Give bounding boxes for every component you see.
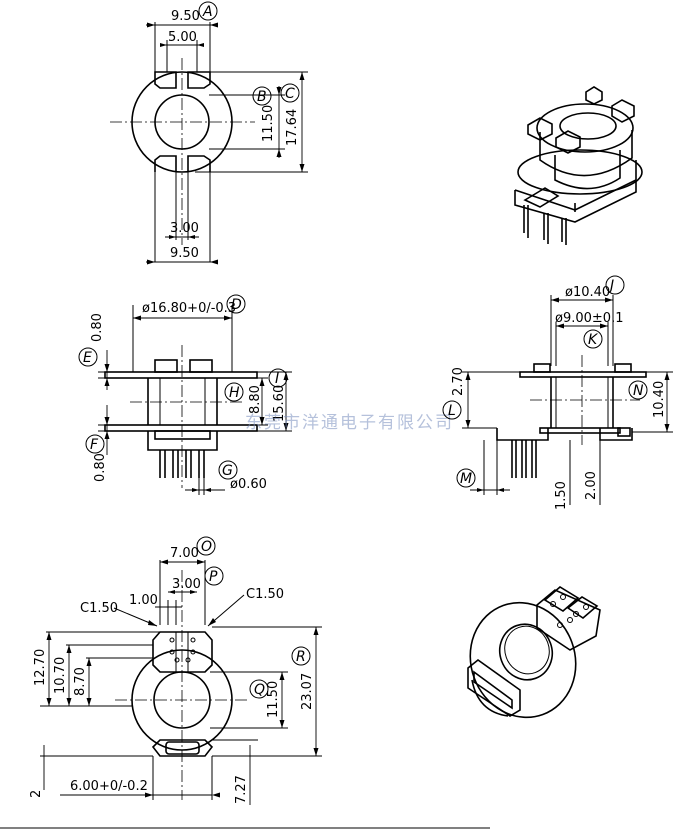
callout-g [218,460,238,480]
callout-p-label: P [209,569,218,585]
dim-window: 8.80 [248,385,263,414]
callout-a [198,1,218,21]
dim-width-top: 9.50 [171,9,200,24]
callout-f [85,434,105,454]
callout-j [605,275,625,295]
dim-side: 2 [29,790,44,798]
dim-pin-b: 2.00 [584,471,599,500]
callout-n-label: N [633,383,644,399]
callout-e-label: E [83,350,92,366]
dim-pin: ø0.60 [230,477,267,492]
callout-m-label: M [460,471,472,487]
dim-pin-a: 1.50 [554,481,569,510]
dim-flange: ø16.80+0/-0.3 [142,301,236,316]
dim-slot-bottom: 3.00 [170,221,199,236]
dim-chamfer-left: C1.50 [80,601,118,616]
dim-height: 15.60 [272,385,287,422]
bottom-view: 7.00 O 3.00 P 1.00 C1.50 C1.50 [29,536,322,805]
callout-m [456,468,476,488]
callout-c-label: C [285,86,295,102]
dim-h2: 10.70 [53,657,68,694]
callout-d-label: D [231,297,242,313]
callout-l [442,400,462,420]
dim-right-height: 10.40 [652,381,667,418]
callout-q-label: Q [254,682,265,698]
callout-p [204,566,224,586]
callout-j-label: J [607,278,614,294]
callout-i [268,368,288,388]
dim-tab: 7.27 [234,775,249,804]
dim-width-bottom: 9.50 [170,246,199,261]
callout-b [252,86,272,106]
front-view: ø16.80+0/-0.3 D 0.80 [78,294,292,495]
dim-left-height: 2.70 [451,367,466,396]
dim-chamfer-right: C1.50 [246,587,284,602]
dim-gap: 1.00 [129,593,158,608]
callout-h [224,382,244,402]
callout-g-label: G [222,463,233,479]
dim-outer-dia: ø10.40 [565,285,610,300]
dim-total: 23.07 [300,673,315,710]
dim-top-width: 7.00 [170,546,199,561]
callout-k [583,329,603,349]
callout-q [249,679,269,699]
isometric-view-bottom [467,586,601,719]
watermark: 东莞市洋通电子有限公司 [245,413,454,433]
callout-l-label: L [448,403,456,419]
callout-h-label: H [229,385,240,401]
callout-r-label: R [296,649,306,665]
side-view: ø10.40 J ø9.00±0.1 K [442,275,673,510]
dim-slot-top: 5.00 [168,30,197,45]
top-view: 9.50 A 5.00 3.00 9.50 [110,1,308,265]
callout-a-label: A [202,4,213,20]
callout-r [291,646,311,666]
dim-inner-dia: ø9.00±0.1 [555,311,623,326]
dim-top-flange: 0.80 [90,313,105,342]
isometric-view-top [514,86,643,245]
callout-f-label: F [90,437,99,453]
callout-d [226,294,246,314]
callout-b-label: B [257,89,267,105]
dim-slot: 3.00 [172,577,201,592]
callout-c [280,83,300,103]
dim-inner: 11.50 [261,105,276,142]
dim-bottom-flange: 0.80 [93,453,108,482]
dim-h1: 12.70 [33,649,48,686]
callout-n [628,380,648,400]
dim-h3: 8.70 [73,667,88,696]
dim-outer: 17.64 [285,109,300,146]
callout-o-label: O [201,539,212,555]
callout-i-label: I [275,371,279,387]
callout-o [196,536,216,556]
dim-inner-bottom: 11.50 [266,681,281,718]
callout-e [78,347,98,367]
callout-k-label: K [588,332,599,348]
dim-base: 6.00+0/-0.2 [70,779,148,794]
